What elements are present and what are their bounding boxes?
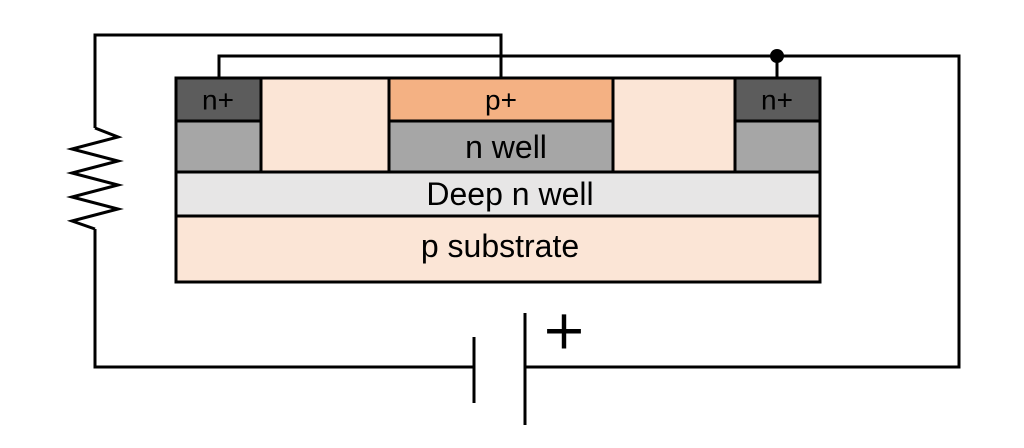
p-plus-label: p+ [485,85,517,116]
junction-dot [770,49,784,63]
n-plus-left-label: n+ [202,85,234,116]
p-plus-region [389,78,613,121]
n-plus-right-region [735,78,820,121]
isolation-left-region [261,78,389,172]
battery-symbol [472,313,527,425]
n-well-right-region [735,121,820,172]
n-plus-left-wire [217,54,961,369]
battery-plus-label: + [541,299,586,362]
region-outlines [174,76,822,284]
n-well-center-region [389,121,613,172]
deep-n-well-region [176,172,820,216]
n-plus-right-label: n+ [761,85,793,116]
p-substrate-region [176,216,820,282]
n-plus-left-region [176,78,261,121]
bottom-left-wire [93,229,474,369]
resistor-symbol [66,126,124,231]
n-well-left-region [176,121,261,172]
n-well-label: n well [465,129,547,165]
isolation-right-region [613,78,735,172]
deep-n-well-label: Deep n well [426,176,593,212]
p-substrate-label: p substrate [421,228,579,264]
